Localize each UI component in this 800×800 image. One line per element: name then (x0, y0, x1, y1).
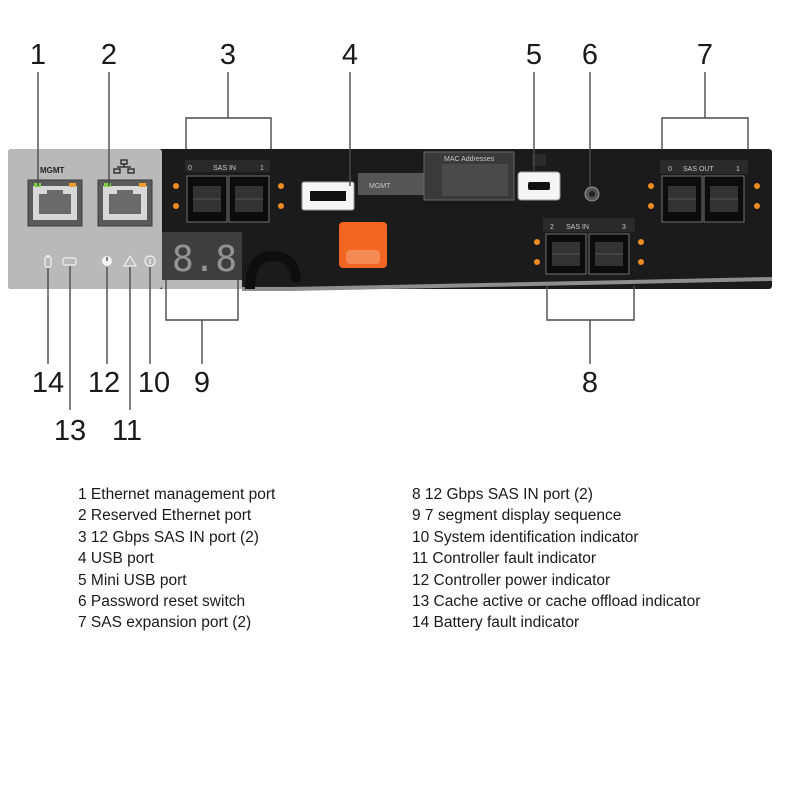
sas-out-port0-label: 0 (668, 166, 672, 173)
sas-expansion-ports: 0 SAS OUT 1 (648, 160, 760, 223)
legend-item-7: 7 SAS expansion port (2) (78, 614, 252, 632)
sas-in-port-1[interactable] (228, 175, 270, 223)
sas-in-port-3[interactable] (588, 233, 630, 275)
controller-diagram: MGMT (8, 39, 773, 447)
password-reset-switch[interactable] (584, 186, 600, 202)
sas-in-port-2[interactable] (545, 233, 587, 275)
callout-8: 8 (582, 367, 598, 399)
sas-out-port-1[interactable] (703, 175, 745, 223)
cable-hook (245, 250, 301, 290)
sas-in-ports-bottom: 2 SAS IN 3 (534, 218, 644, 275)
controller-fault-indicator (122, 254, 138, 267)
sas-out-label: SAS OUT (683, 166, 714, 173)
sas-out-port1-label: 1 (736, 166, 740, 173)
callout-7: 7 (697, 39, 713, 71)
system-identification-indicator (144, 255, 156, 267)
legend-item-1: 1 Ethernet management port (78, 486, 276, 503)
mac-addresses-text: MAC Addresses (444, 156, 495, 163)
usb-mgmt-tag: MGMT (358, 173, 424, 195)
network-icon (113, 159, 135, 174)
legend-item-14: 14 Battery fault indicator (412, 614, 580, 632)
sas-in-top-port1-label: 1 (260, 165, 264, 172)
callout-1: 1 (30, 39, 46, 71)
usb-mgmt-label: MGMT (369, 183, 391, 190)
sas-in-port-0[interactable] (186, 175, 228, 223)
mini-usb-port[interactable] (517, 171, 561, 201)
seven-segment-digits: 8.8 (172, 239, 237, 280)
sas-in-bottom-port3-label: 3 (622, 224, 626, 231)
sas-in-top-port0-label: 0 (188, 165, 192, 172)
legend-item-3: 3 12 Gbps SAS IN port (2) (78, 528, 259, 546)
cache-active-indicator (62, 257, 77, 266)
legend-item-6: 6 Password reset switch (78, 593, 246, 611)
mac-address-label: MAC Addresses (423, 151, 515, 201)
legend-item-8: 8 12 Gbps SAS IN port (2) (412, 486, 593, 503)
mgmt-label: MGMT (40, 166, 65, 175)
callout-6: 6 (582, 39, 598, 71)
ethernet-management-port[interactable] (27, 179, 83, 227)
callout-4: 4 (342, 39, 358, 71)
callout-12: 12 (88, 367, 120, 399)
callout-9: 9 (194, 367, 210, 399)
legend-item-11: 11 Controller fault indicator (412, 550, 597, 568)
callout-2: 2 (101, 39, 117, 71)
callout-10: 10 (138, 367, 170, 399)
legend-item-5: 5 Mini USB port (78, 571, 187, 589)
leader-lines (37, 72, 749, 410)
callout-11: 11 (112, 415, 142, 447)
reserved-ethernet-port[interactable] (97, 179, 153, 227)
callout-13: 13 (54, 415, 86, 447)
legend-item-12: 12 Controller power indicator (412, 571, 611, 589)
sas-in-bottom-label: SAS IN (566, 224, 589, 231)
battery-fault-indicator (44, 255, 52, 268)
controller-power-indicator (102, 256, 112, 266)
mini-usb-icon (532, 154, 546, 166)
callout-3: 3 (220, 39, 236, 71)
callout-14: 14 (32, 367, 64, 399)
callout-5: 5 (526, 39, 542, 71)
legend-right-column: 8 12 Gbps SAS IN port (2) 9 7 segment di… (412, 484, 792, 634)
sas-in-top-label: SAS IN (213, 165, 236, 172)
sas-in-bottom-port2-label: 2 (550, 224, 554, 231)
legend-item-4: 4 USB port (78, 550, 154, 568)
legend-item-10: 10 System identification indicator (412, 528, 639, 546)
legend-left-column: 1 Ethernet management port 2 Reserved Et… (78, 484, 418, 634)
sas-in-ports-top: 0 SAS IN 1 (173, 160, 284, 223)
seven-segment-display: 8.8 (162, 232, 242, 280)
legend-item-13: 13 Cache active or cache offload indicat… (412, 593, 701, 611)
usb-port[interactable] (301, 181, 355, 211)
release-latch[interactable] (339, 222, 387, 268)
legend-item-9: 9 7 segment display sequence (412, 507, 622, 525)
legend-item-2: 2 Reserved Ethernet port (78, 507, 252, 525)
sas-out-port-0[interactable] (661, 175, 703, 223)
